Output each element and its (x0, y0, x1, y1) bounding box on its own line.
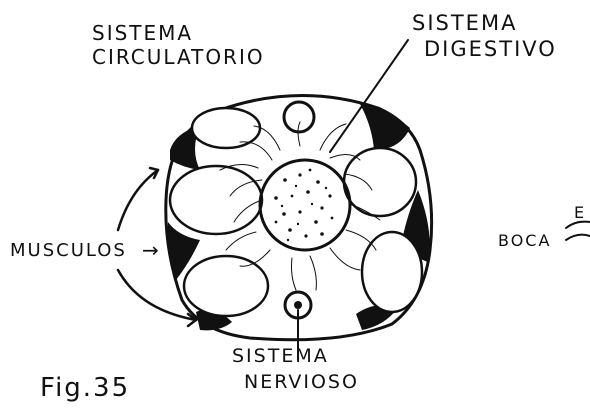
circulatory-vessel (284, 102, 314, 132)
label-nervous-line2: NERVIOSO (244, 371, 359, 393)
mouth-sketch (566, 222, 590, 240)
muscle-lobe (170, 166, 262, 234)
nervous-cord-center (294, 301, 302, 309)
label-circulatory-line2: CIRCULATORIO (92, 45, 265, 69)
muscle-arrow-upper (118, 170, 158, 230)
label-mouth-partial: E (574, 203, 586, 222)
label-nervous-line1: SISTEMA (232, 345, 329, 367)
label-digestive-line2: DIGESTIVO (424, 37, 557, 61)
label-muscles-arrow: → (142, 238, 161, 262)
muscle-lobe (184, 256, 268, 316)
label-circulatory-line1: SISTEMA (92, 21, 193, 45)
label-mouth: BOCA (498, 231, 551, 250)
label-digestive-line1: SISTEMA (412, 11, 517, 35)
figure-caption: Fig.35 (40, 373, 130, 403)
label-muscles: MUSCULOS (10, 240, 127, 261)
digestive-stipple (274, 169, 333, 242)
